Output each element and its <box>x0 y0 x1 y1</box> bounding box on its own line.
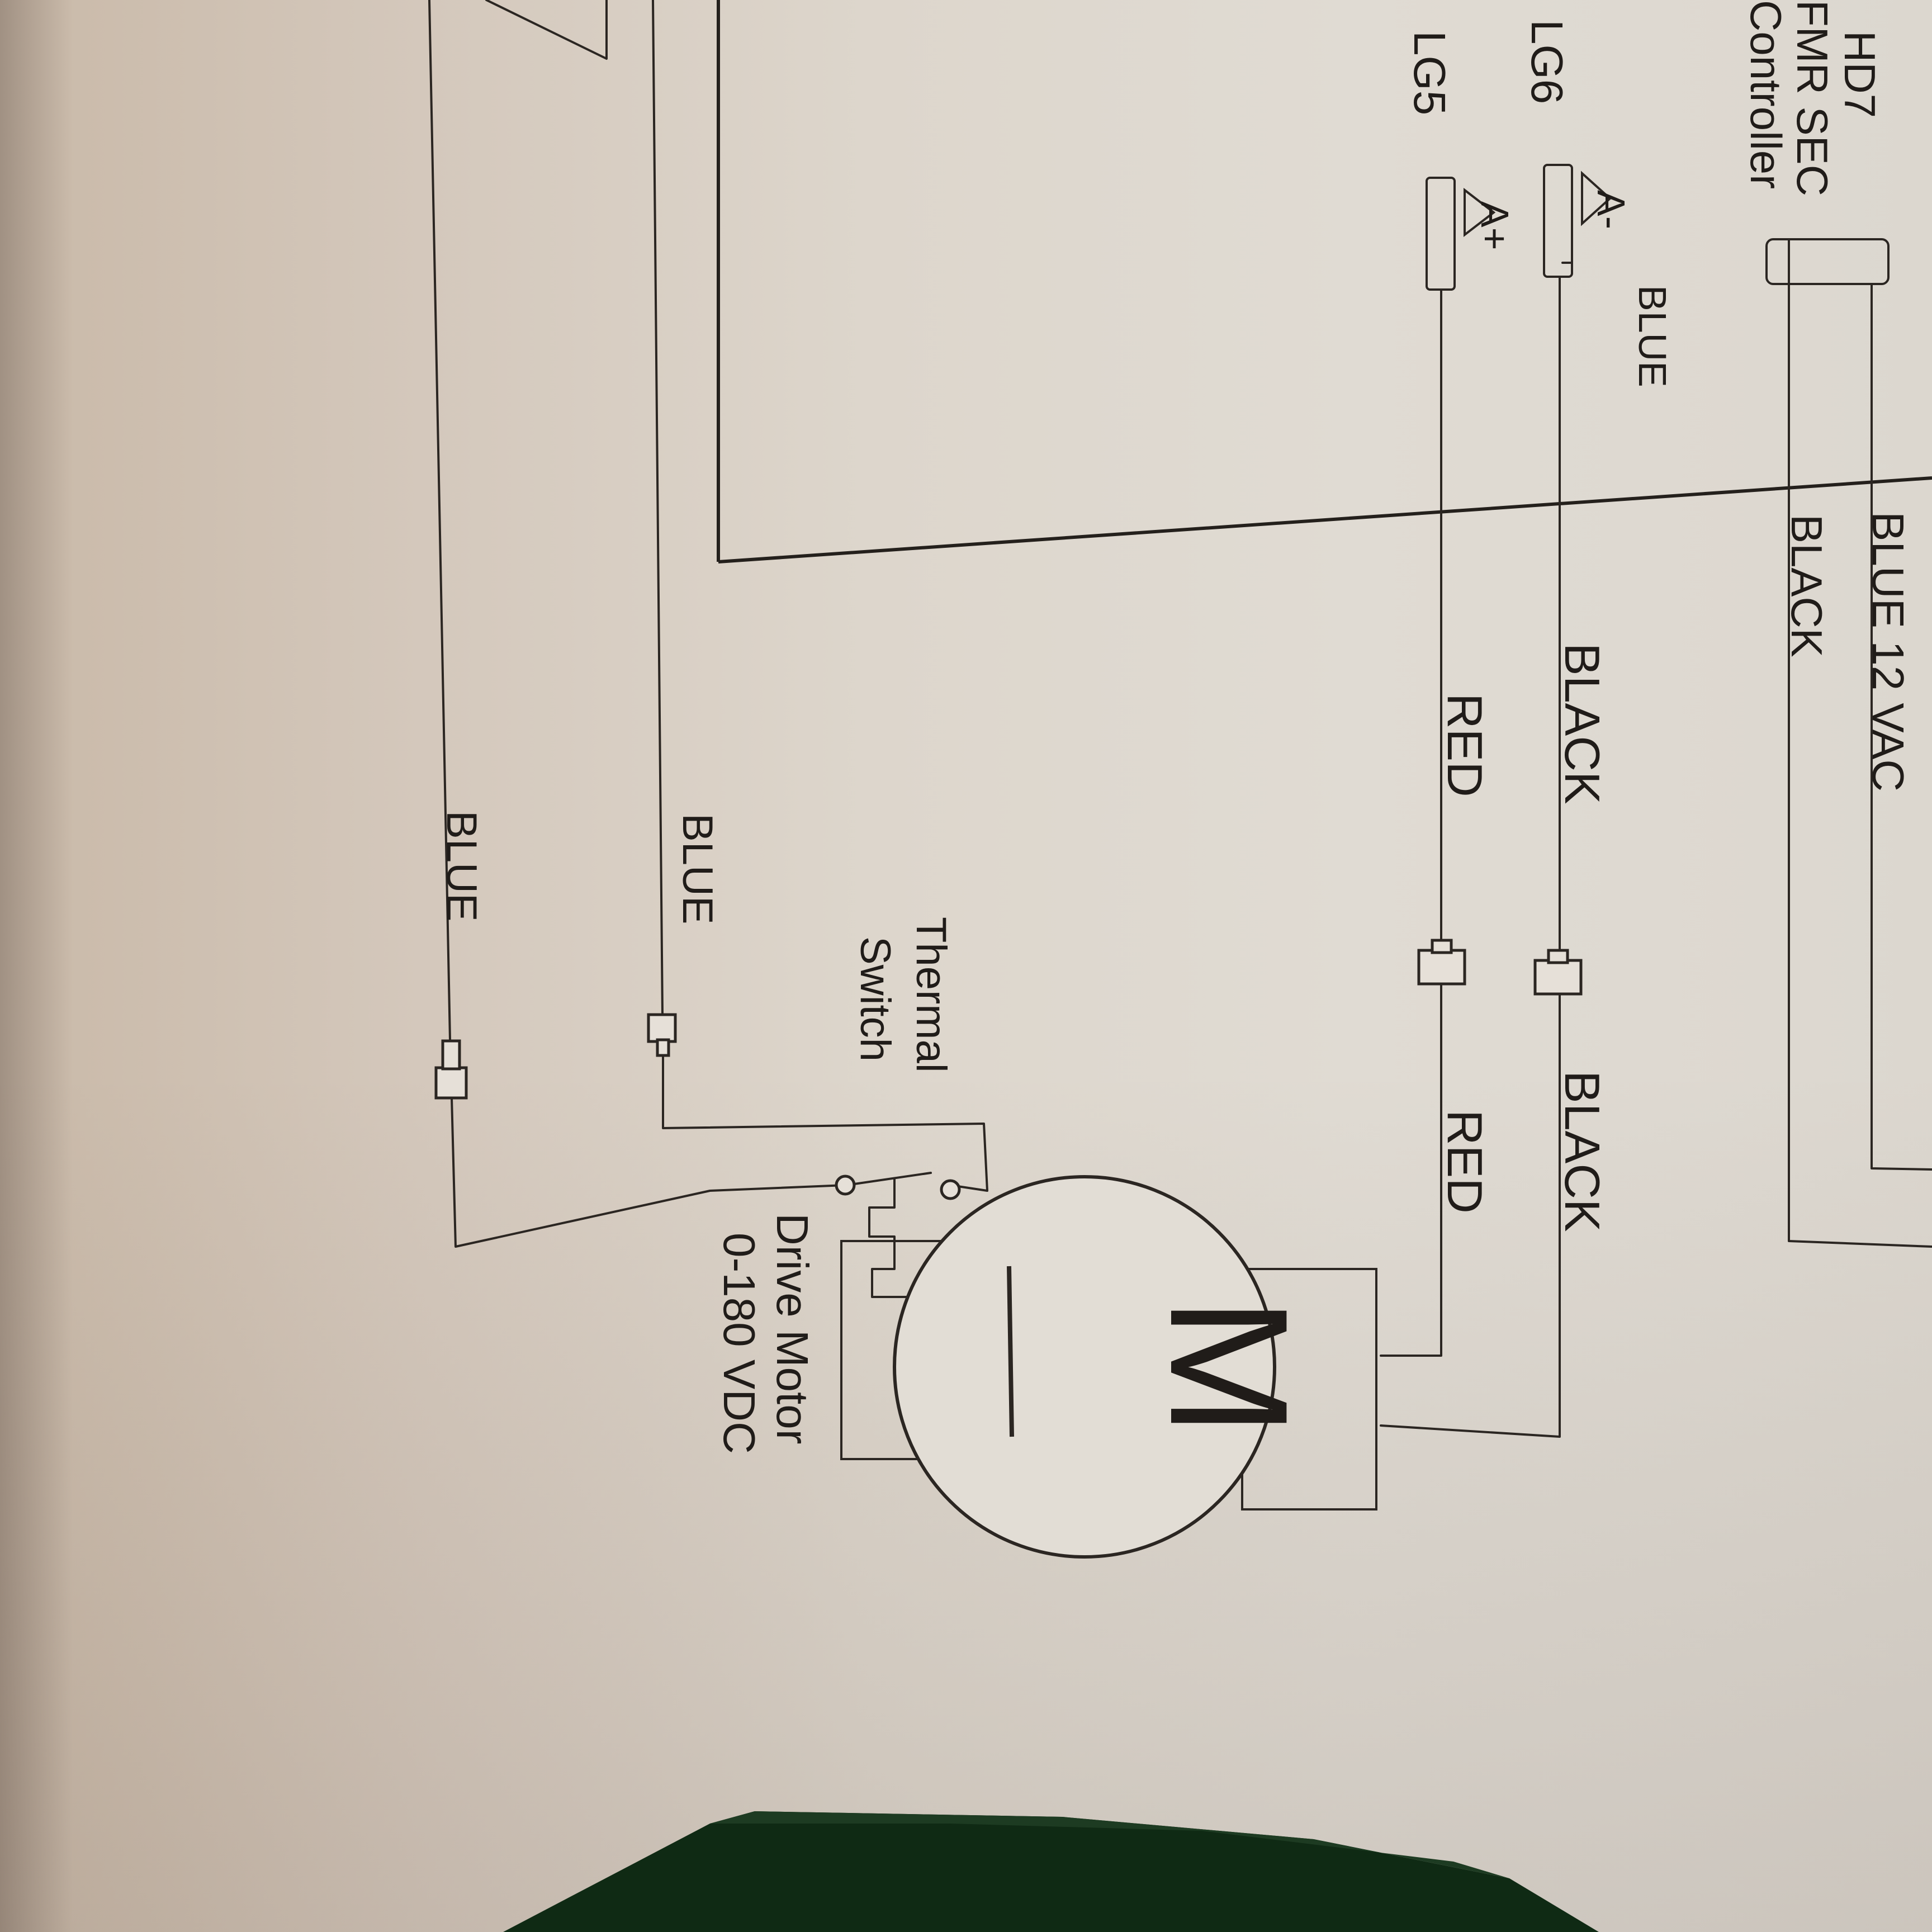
wire-label-blue-upper: BLUE <box>1631 285 1674 387</box>
inline-connector-blue-lower <box>434 1039 468 1100</box>
motor-wiring <box>428 0 1561 1438</box>
wire-label-blue-switch: BLUE <box>674 813 721 925</box>
lg5-connector <box>1426 177 1496 965</box>
wire-label-black-ctrl: BLACK <box>1782 514 1831 657</box>
wire-label-blue-12vac: BLUE 12 VAC <box>1863 512 1913 792</box>
drive-motor-body <box>840 1175 1377 1559</box>
motor-symbol: M <box>1135 1297 1323 1437</box>
a-plus-label: A+ <box>1473 201 1517 250</box>
motor-label-line1: Drive Motor <box>768 1213 817 1444</box>
controller-terminal-block <box>1765 238 1932 1248</box>
controller-label-line1: HD7 <box>1835 31 1884 118</box>
inline-connector-black <box>1533 949 1583 996</box>
housing-frame <box>485 0 1932 564</box>
a-minus-label: A- <box>1589 190 1633 229</box>
lg5-label: LG5 <box>1405 31 1455 115</box>
motor-label-line2: 0-180 VDC <box>714 1233 764 1454</box>
wire-label-red-lg5: RED <box>1437 693 1493 797</box>
lg6-label: LG6 <box>1522 20 1572 104</box>
thermal-switch-label-line2: Switch <box>851 936 899 1062</box>
wire-label-black-motor: BLACK <box>1555 1071 1610 1232</box>
thermal-switch-label-line1: Thermal <box>907 917 955 1073</box>
lg6-connector <box>1543 164 1612 965</box>
controller-label-line2: FMR SEC <box>1788 0 1837 196</box>
wire-label-blue-lower: BLUE <box>438 811 485 922</box>
page-fold-shadow <box>0 0 73 1932</box>
wire-label-black-lg6: BLACK <box>1555 643 1610 804</box>
thermal-switch-symbol <box>835 1172 961 1298</box>
wire-label-red-motor: RED <box>1437 1110 1493 1214</box>
controller-label-line3: Controller <box>1741 0 1791 189</box>
